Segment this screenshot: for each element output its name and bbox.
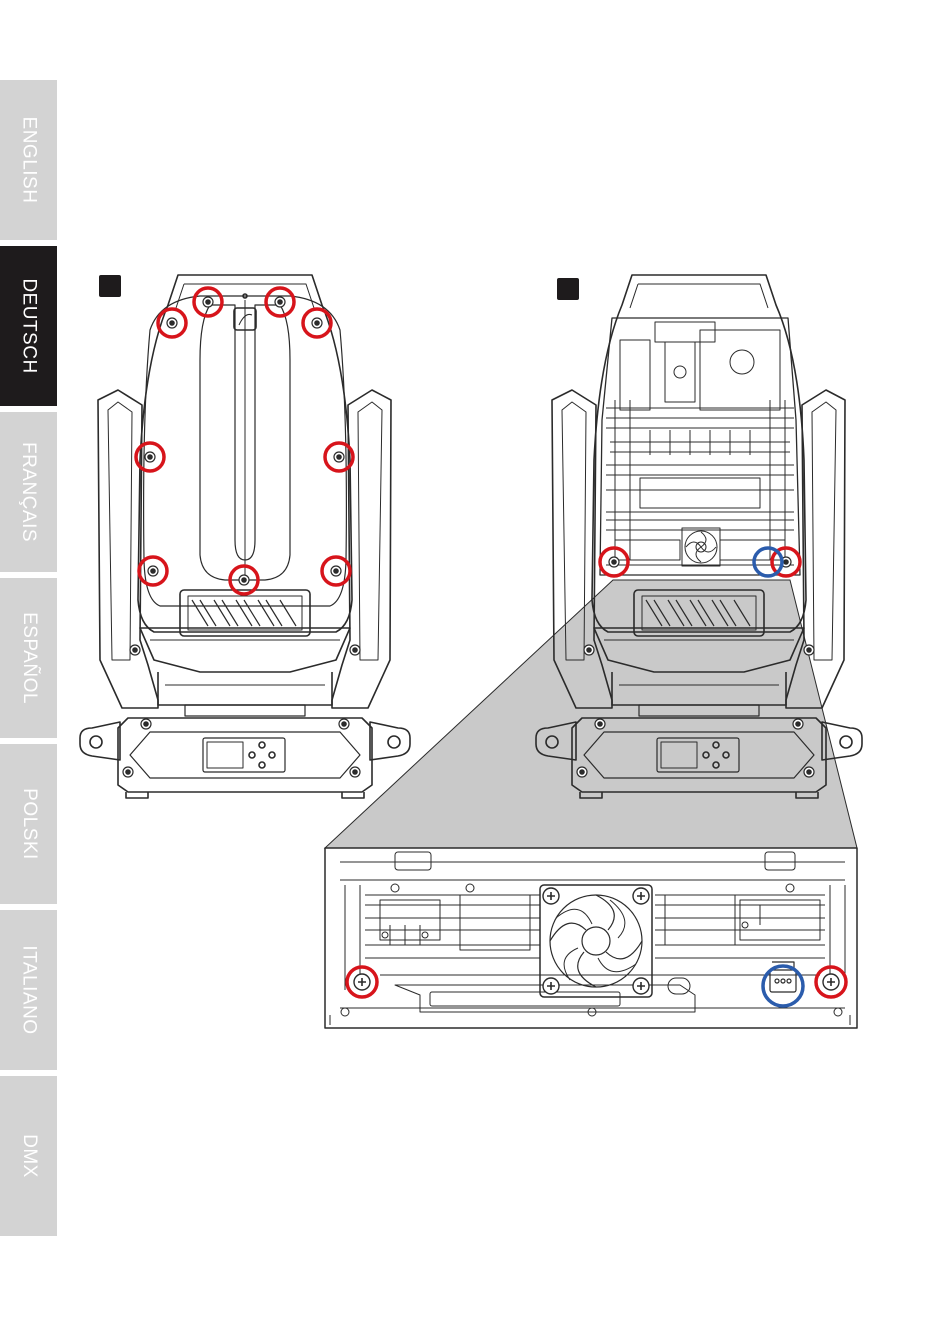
internal-mechanics (600, 318, 800, 575)
head-body (138, 275, 352, 705)
step-badge (557, 278, 579, 300)
detail-view-figure (325, 848, 857, 1028)
step-badge (99, 275, 121, 297)
base (80, 705, 410, 798)
zoom-callout-wedge (325, 580, 857, 848)
rear-view-figure (80, 275, 410, 798)
connector-marker (754, 548, 782, 576)
